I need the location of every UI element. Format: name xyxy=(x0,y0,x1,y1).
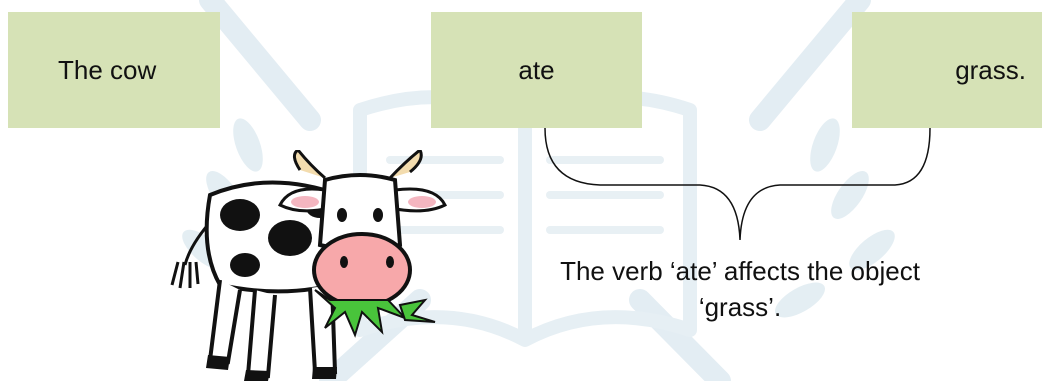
caption-line-1: The verb ‘ate’ affects the object xyxy=(560,256,920,286)
verb-box: ate xyxy=(431,12,642,128)
object-text: grass. xyxy=(955,54,1026,85)
object-box: grass. xyxy=(852,12,1042,128)
caption-line-2: ‘grass’. xyxy=(698,292,782,322)
subject-box: The cow xyxy=(8,12,220,128)
verb-text: ate xyxy=(518,54,555,85)
subject-text: The cow xyxy=(58,54,157,85)
grass-tuft-icon xyxy=(314,289,436,338)
cow-icon xyxy=(170,150,448,381)
caption: The verb ‘ate’ affects the object ‘grass… xyxy=(505,253,975,325)
